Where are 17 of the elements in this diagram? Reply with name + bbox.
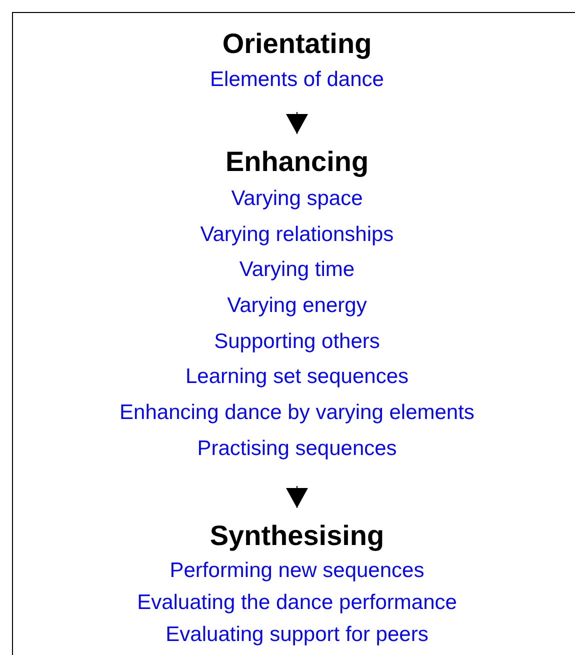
activity-text: Varying relationships: [200, 222, 394, 248]
arrow: [286, 486, 308, 508]
activity-text: Supporting others: [214, 328, 380, 355]
section-heading: Enhancing: [225, 145, 369, 179]
section-heading: Synthesising: [210, 519, 384, 553]
activity-text: Evaluating the dance performance: [137, 590, 457, 616]
activity-text: Performing new sequences: [170, 558, 424, 584]
activity-text: Varying energy: [227, 293, 367, 320]
activity-text: Varying space: [231, 186, 363, 212]
activity-text: Elements of dance: [210, 67, 384, 93]
activity-text: Learning set sequences: [186, 364, 408, 390]
activity-text: Evaluating support for peers: [166, 622, 428, 648]
section-heading: Orientating: [222, 27, 372, 61]
arrow: [286, 112, 308, 134]
activity-text: Practising sequences: [197, 436, 397, 462]
activity-text: Enhancing dance by varying elements: [120, 400, 474, 426]
activity-text: Varying time: [239, 257, 355, 284]
